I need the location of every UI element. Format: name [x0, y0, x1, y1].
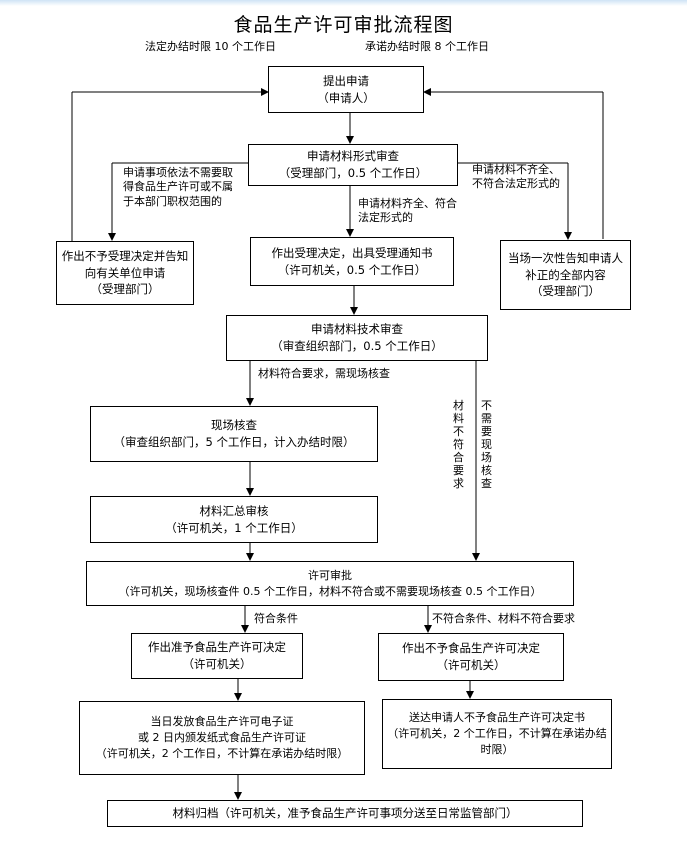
node-apply-label: 提出申请	[323, 73, 369, 88]
node-issue-license-role: （许可机关，2 个工作日，不计算在承诺办结时限）	[95, 746, 349, 760]
node-approval: 许可审批 （许可机关，现场核查件 0.5 个工作日，材料不符合或不需要现场核查 …	[86, 561, 574, 606]
label-no-site-needed: 不需要现场核查	[481, 399, 492, 490]
node-accept-decision: 作出受理决定，出具受理通知书 （许可机关，0.5 个工作日）	[250, 237, 454, 286]
node-apply-role: （申请人）	[317, 90, 375, 105]
node-summary-review-role: （许可机关，1 个工作日）	[165, 520, 303, 535]
node-formal-review-role: （受理部门，0.5 个工作日）	[278, 166, 428, 180]
node-tech-review: 申请材料技术审查 （审查组织部门，0.5 个工作日）	[226, 315, 488, 361]
node-issue-license-line1: 当日发放食品生产许可电子证	[150, 715, 294, 729]
label-not-meet: 材料不符合要求	[453, 399, 464, 490]
node-one-time-notice-label: 当场一次性告知申请人补正的全部内容	[508, 250, 623, 282]
node-approval-role: （许可机关，现场核查件 0.5 个工作日，材料不符合或不需要现场核查 0.5 个…	[118, 584, 542, 598]
node-archive: 材料归档（许可机关，准予食品生产许可事项分送至日常监管部门）	[107, 800, 583, 827]
promised-time-limit: 承诺办结时限 8 个工作日	[365, 40, 489, 53]
top-band	[0, 0, 687, 6]
node-deny-decision-label: 作出不予食品生产许可决定	[402, 641, 540, 656]
node-site-inspection: 现场核查 （审查组织部门，5 个工作日，计入办结时限）	[90, 406, 378, 462]
node-approval-label: 许可审批	[308, 568, 352, 582]
node-reject-not-accept: 作出不予受理决定并告知向有关单位申请 （受理部门）	[56, 241, 194, 305]
node-deliver-deny-label: 送达申请人不予食品生产许可决定书	[409, 711, 585, 725]
node-site-inspection-label: 现场核查	[211, 418, 257, 433]
node-archive-label: 材料归档（许可机关，准予食品生产许可事项分送至日常监管部门）	[172, 806, 518, 821]
node-one-time-notice-role: （受理部门）	[531, 284, 600, 299]
node-deny-decision: 作出不予食品生产许可决定 （许可机关）	[378, 633, 564, 681]
node-summary-review-label: 材料汇总审核	[199, 503, 269, 518]
node-deny-decision-role: （许可机关）	[436, 658, 506, 672]
label-incomplete-materials: 申请材料不齐全、不符合法定形式的	[472, 163, 560, 191]
node-formal-review-label: 申请材料形式审查	[307, 149, 399, 164]
node-grant-decision: 作出准予食品生产许可决定 （许可机关）	[131, 633, 303, 679]
node-tech-review-role: （审查组织部门，0.5 个工作日）	[271, 339, 443, 353]
page-title: 食品生产许可审批流程图	[233, 14, 454, 36]
label-meets-site: 材料符合要求，需现场核查	[258, 367, 390, 380]
node-site-inspection-role: （审查组织部门，5 个工作日，计入办结时限）	[113, 435, 355, 449]
legal-time-limit: 法定办结时限 10 个工作日	[145, 40, 276, 53]
label-complete-materials: 申请材料齐全、符合法定形式的	[358, 197, 457, 225]
node-reject-not-accept-role: （受理部门）	[90, 282, 160, 297]
node-formal-review: 申请材料形式审查 （受理部门，0.5 个工作日）	[248, 144, 458, 186]
node-tech-review-label: 申请材料技术审查	[311, 322, 403, 337]
label-not-within-scope: 申请事项依法不需要取得食品生产许可或不属于本部门职权范围的	[123, 166, 233, 208]
node-apply: 提出申请 （申请人）	[268, 66, 424, 113]
node-accept-decision-label: 作出受理决定，出具受理通知书	[271, 245, 433, 260]
node-reject-not-accept-label: 作出不予受理决定并告知向有关单位申请	[61, 248, 189, 280]
node-accept-decision-role: （许可机关，0.5 个工作日）	[277, 262, 427, 277]
node-grant-decision-role: （许可机关）	[182, 657, 252, 671]
label-not-meet-conditions: 不符合条件、材料不符合要求	[432, 612, 575, 625]
node-grant-decision-label: 作出准予食品生产许可决定	[148, 640, 286, 655]
node-deliver-deny-role: （许可机关，2 个工作日，不计算在承诺办结时限）	[387, 727, 607, 756]
node-issue-license-line2: 或 2 日内颁发纸式食品生产许可证	[138, 731, 306, 745]
node-deliver-deny: 送达申请人不予食品生产许可决定书 （许可机关，2 个工作日，不计算在承诺办结时限…	[382, 699, 612, 769]
node-one-time-notice: 当场一次性告知申请人补正的全部内容 （受理部门）	[500, 240, 631, 310]
label-meets-conditions: 符合条件	[254, 612, 298, 625]
node-summary-review: 材料汇总审核 （许可机关，1 个工作日）	[90, 496, 378, 543]
node-issue-license: 当日发放食品生产许可电子证 或 2 日内颁发纸式食品生产许可证 （许可机关，2 …	[79, 701, 365, 775]
